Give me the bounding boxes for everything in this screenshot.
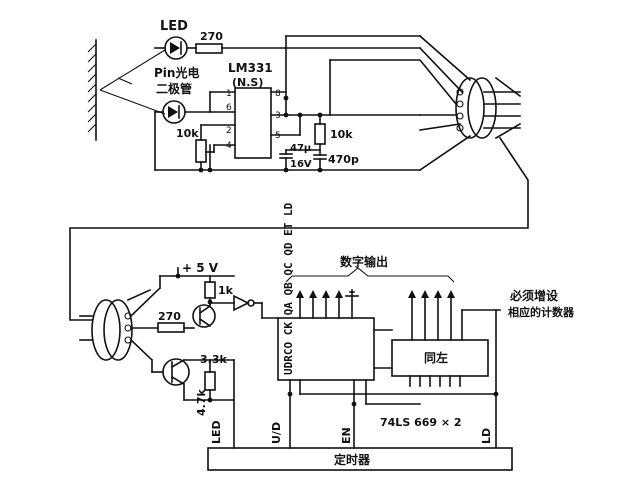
cable-sheath-bottom <box>91 299 121 361</box>
resistor-1k <box>204 281 216 299</box>
resistor-10k-left <box>195 139 207 163</box>
ic-name: LM331 <box>228 61 273 75</box>
led-label: LED <box>160 19 188 34</box>
r-10k-left-label: 10k <box>176 127 199 140</box>
resistor-10k-right <box>314 123 326 145</box>
signal-ld-label: LD <box>480 428 493 444</box>
npn-transistor-icon <box>162 358 190 386</box>
note-line-1: 必须增设 <box>509 288 559 303</box>
r-270-bottom-label: 270 <box>158 310 181 323</box>
signal-led-label: LED <box>210 420 223 444</box>
pin-3: 3 <box>275 111 281 121</box>
plus5v-label: + 5 V <box>182 261 219 275</box>
cable-sheath-top <box>455 77 485 139</box>
same-as-left-label: 同左 <box>424 350 448 365</box>
pin-2: 2 <box>226 126 232 136</box>
output-arrows <box>296 289 455 341</box>
ground-hatch-icon <box>87 39 166 141</box>
digital-output-label: 数字输出 <box>340 254 388 269</box>
r-10k-right-label: 10k <box>330 128 353 141</box>
note-line-2: 相应的计数器 <box>508 305 575 319</box>
cap-47u-label: 47μ <box>290 143 312 154</box>
led-icon <box>164 36 188 60</box>
photodiode-icon <box>162 100 186 124</box>
ic-variant: (N.S) <box>232 76 263 89</box>
opto-coupler-icon <box>192 304 216 328</box>
cap-16v-label: 16V <box>290 159 312 170</box>
photodiode-label-1: Pin光电 <box>154 65 199 80</box>
r-4-7k-label: 4.7k <box>195 389 208 416</box>
signal-en-label: EN <box>340 427 353 444</box>
signal-ud-label: U/D <box>270 422 283 444</box>
counter-pins-top: UDRCO CK QA QB QC QD ET LD <box>282 202 295 375</box>
r-270-top-label: 270 <box>200 30 223 43</box>
pin-4: 4 <box>226 141 232 151</box>
timer-block <box>207 447 513 471</box>
timer-label: 定时器 <box>334 452 371 467</box>
photodiode-label-2: 二极管 <box>156 81 192 96</box>
pin-1: 1 <box>226 89 232 99</box>
lm331-chip <box>234 87 272 159</box>
pin-6: 6 <box>226 103 232 113</box>
resistor-4-7k <box>204 371 216 391</box>
cap-470p-label: 470p <box>328 153 359 166</box>
pin-8: 8 <box>275 89 281 99</box>
r-1k-label: 1k <box>218 284 234 297</box>
resistor-270-top <box>195 43 223 54</box>
counter-chip-left <box>277 317 375 381</box>
resistor-270-bottom <box>157 322 185 333</box>
chip-74ls-label: 74LS 669 × 2 <box>380 416 462 429</box>
inverter-gate-icon <box>233 294 255 312</box>
pin-5: 5 <box>275 131 281 141</box>
